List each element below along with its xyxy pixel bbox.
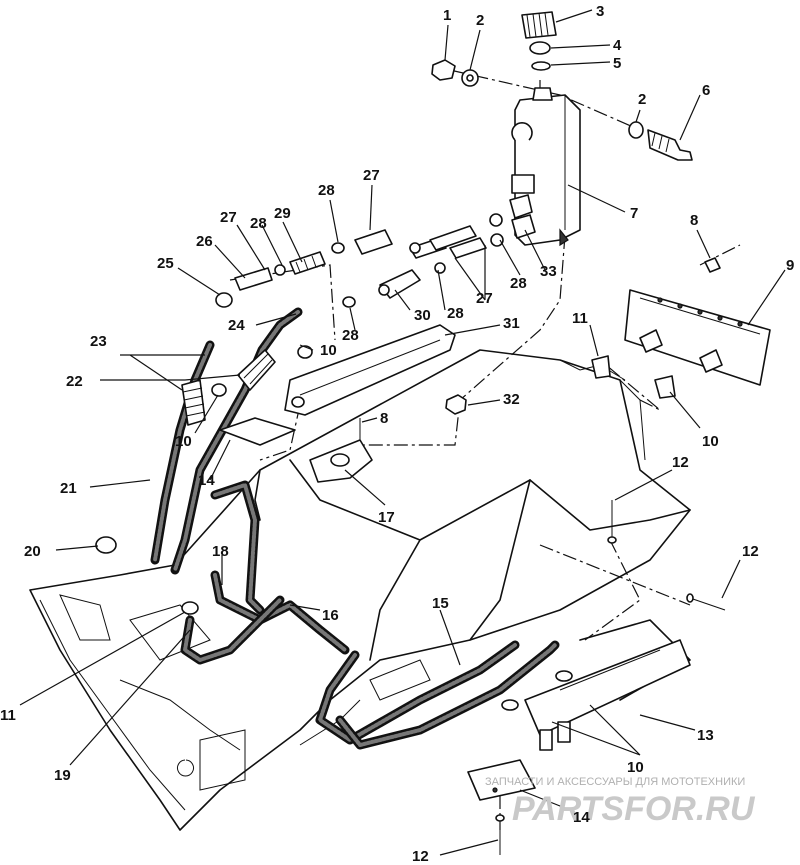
callout-14-lower: 14	[573, 809, 590, 826]
mounting-plate	[591, 257, 771, 399]
reservoir-fittings	[489, 194, 536, 247]
callout-24: 24	[228, 317, 245, 334]
callout-21: 21	[60, 480, 77, 497]
center-lines	[229, 69, 741, 830]
callout-28-top: 28	[318, 182, 335, 199]
rivets	[359, 418, 726, 855]
callout-8-upper: 8	[690, 212, 698, 229]
callout-32: 32	[503, 391, 520, 408]
callout-27-left: 27	[220, 209, 237, 226]
callout-11-upper: 11	[572, 310, 588, 327]
callout-16: 16	[322, 607, 339, 624]
callout-29: 29	[274, 205, 291, 222]
callout-2-bolt-washer: 2	[638, 91, 646, 108]
watermark-logo: PARTSFOR.RU	[512, 790, 756, 828]
callout-30: 30	[414, 307, 431, 324]
callout-31: 31	[503, 315, 520, 332]
callout-19: 19	[54, 767, 71, 784]
callout-1: 1	[443, 7, 451, 24]
callout-27-mid: 27	[476, 290, 493, 307]
callout-labels: 1 2 3 4 5 2 6 7 8 9 27 28 27 28 29 26 25…	[0, 3, 794, 865]
callout-22: 22	[66, 373, 83, 390]
pump-bracket	[284, 324, 456, 416]
callout-17: 17	[378, 509, 395, 526]
leader-lines	[19, 9, 786, 856]
callout-4: 4	[613, 37, 622, 54]
callout-27-top: 27	[363, 167, 380, 184]
watermark-tagline: ЗАПЧАСТИ И АКСЕССУАРЫ ДЛЯ МОТОТЕХНИКИ	[485, 776, 745, 788]
hoses	[95, 307, 560, 750]
reservoir-cap	[521, 11, 557, 71]
callout-33: 33	[540, 263, 557, 280]
callout-9: 9	[786, 257, 794, 274]
callout-10-upper: 10	[320, 342, 337, 359]
callout-10-left: 10	[175, 433, 192, 450]
mounting-hardware	[431, 59, 693, 161]
callout-12-lower: 12	[412, 848, 429, 865]
callout-20: 20	[24, 543, 41, 560]
oil-tank-mount	[309, 394, 467, 483]
callout-14-upper: 14	[198, 472, 215, 489]
callout-28-low: 28	[342, 327, 359, 344]
callout-28-left: 28	[250, 215, 267, 232]
callout-12-upper: 12	[672, 454, 689, 471]
callout-3: 3	[596, 3, 604, 20]
callout-7: 7	[630, 205, 638, 222]
callout-15: 15	[432, 595, 449, 612]
callout-28-mid: 28	[447, 305, 464, 322]
callout-6: 6	[702, 82, 710, 99]
callout-25: 25	[157, 255, 174, 272]
callout-18: 18	[212, 543, 229, 560]
callout-10-right: 10	[702, 433, 719, 450]
callout-10-lower: 10	[627, 759, 644, 776]
callout-2-washer: 2	[476, 12, 484, 29]
callout-11-lower: 11	[0, 707, 16, 724]
callout-23: 23	[90, 333, 107, 350]
callout-8-lower: 8	[380, 410, 388, 427]
callout-5: 5	[613, 55, 621, 72]
brackets	[219, 417, 691, 801]
callout-12-right: 12	[742, 543, 759, 560]
chassis-frame	[29, 349, 691, 831]
watermark: ЗАПЧАСТИ И АКСЕССУАРЫ ДЛЯ МОТОТЕХНИКИ PA…	[485, 776, 756, 828]
callout-28-right: 28	[510, 275, 527, 292]
callout-13: 13	[697, 727, 714, 744]
oil-line-assembly	[215, 225, 487, 308]
callout-26: 26	[196, 233, 213, 250]
